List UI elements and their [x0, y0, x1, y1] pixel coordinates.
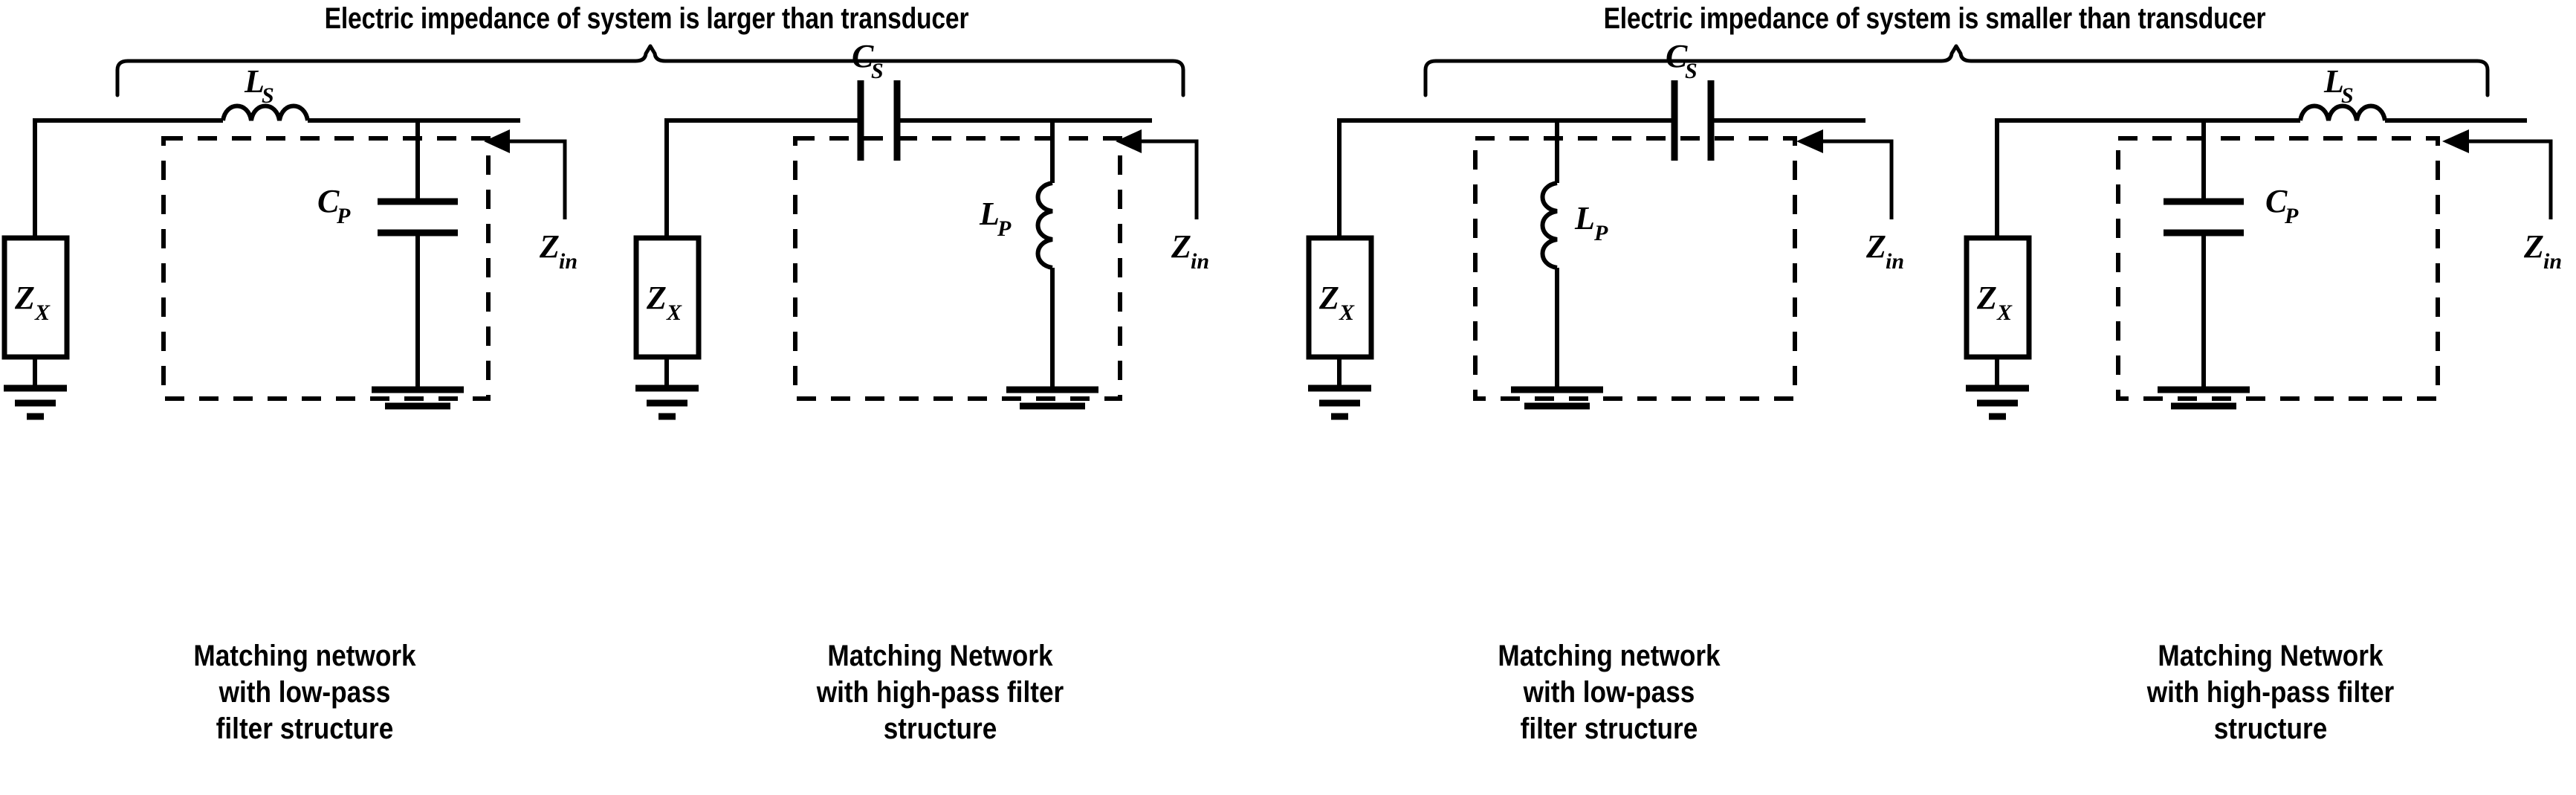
input-impedance-sublabel: in — [2543, 249, 2562, 274]
zin-arrow — [1116, 129, 1199, 219]
circuit-4-caption: Matching Network with high-pass filter s… — [2012, 638, 2528, 747]
shunt-inductor-coil — [1035, 181, 1053, 270]
shunt-component-label: C — [2265, 183, 2288, 219]
circuit-2-caption: Matching Network with high-pass filter s… — [688, 638, 1192, 747]
caption-line: with high-pass filter — [816, 676, 1064, 709]
group-brace-right — [1420, 44, 2494, 97]
caption-line: Matching network — [193, 640, 416, 672]
caption-line: with high-pass filter — [2146, 676, 2395, 709]
input-impedance-label: Z — [1171, 228, 1191, 265]
group-title-left: Electric impedance of system is larger t… — [324, 2, 969, 35]
matching-network-boundary — [1473, 136, 1797, 401]
source-impedance-sublabel: X — [34, 300, 51, 325]
input-impedance-sublabel: in — [1191, 249, 1209, 274]
caption-line: filter structure — [1520, 712, 1698, 745]
series-component-sublabel: S — [2341, 83, 2354, 108]
series-component-label: C — [1666, 38, 1688, 74]
series-component-sublabel: S — [262, 83, 274, 108]
shunt-component-label: L — [1574, 200, 1595, 236]
series-inductor-coil — [2298, 103, 2387, 121]
circuit-1-lowpass: L S C P Z X Z in — [0, 63, 609, 617]
source-impedance-box — [1306, 235, 1374, 360]
shunt-component-sublabel: P — [336, 204, 351, 228]
zin-arrow — [2442, 129, 2553, 219]
source-impedance-sublabel: X — [666, 300, 682, 325]
input-impedance-label: Z — [2523, 228, 2544, 265]
group-title-right: Electric impedance of system is smaller … — [1603, 2, 2266, 35]
shunt-component-label: C — [317, 183, 340, 219]
source-impedance-label: Z — [14, 280, 35, 316]
series-component-label: L — [244, 63, 265, 100]
source-impedance-box — [633, 235, 702, 360]
matching-network-boundary — [793, 136, 1122, 401]
shunt-component-label: L — [979, 196, 1000, 232]
circuit-1-caption: Matching network with low-pass filter st… — [56, 638, 554, 747]
caption-line: structure — [883, 712, 997, 745]
source-impedance-label: Z — [646, 280, 667, 316]
caption-line: with low-pass — [219, 676, 391, 709]
shunt-component-sublabel: P — [1593, 221, 1608, 245]
source-impedance-label: Z — [1318, 280, 1339, 316]
zin-arrow — [1796, 129, 1894, 219]
shunt-inductor-coil — [1540, 181, 1558, 270]
caption-line: Matching Network — [827, 640, 1053, 672]
shunt-component-sublabel: P — [2284, 204, 2299, 228]
source-impedance-label: Z — [1976, 280, 1997, 316]
series-component-label: C — [852, 38, 874, 74]
caption-line: filter structure — [216, 712, 394, 745]
series-inductor-coil — [221, 103, 310, 121]
circuit-2-highpass: C S L P Z X Z in — [632, 38, 1241, 617]
source-impedance-box — [1964, 235, 2032, 360]
circuit-3-caption: Matching network with low-pass filter st… — [1350, 638, 1867, 747]
circuit-3-lowpass: C S L P Z X Z in — [1304, 38, 1914, 617]
series-component-label: L — [2323, 63, 2344, 100]
input-impedance-sublabel: in — [559, 249, 577, 274]
source-impedance-box — [1, 235, 70, 360]
series-component-sublabel: S — [1685, 59, 1698, 83]
caption-line: Matching Network — [2158, 640, 2384, 672]
input-impedance-sublabel: in — [1886, 249, 1904, 274]
matching-network-boundary — [2116, 136, 2440, 401]
caption-line: with low-pass — [1523, 676, 1695, 709]
caption-line: structure — [2213, 712, 2328, 745]
series-component-sublabel: S — [871, 59, 884, 83]
source-impedance-sublabel: X — [1996, 300, 2013, 325]
matching-network-boundary — [161, 136, 491, 401]
group-brace-left — [111, 44, 1189, 97]
zin-arrow — [484, 129, 567, 219]
shunt-component-sublabel: P — [997, 216, 1012, 241]
input-impedance-label: Z — [539, 228, 560, 265]
source-impedance-sublabel: X — [1339, 300, 1355, 325]
input-impedance-label: Z — [1865, 228, 1886, 265]
circuit-4-highpass: L S C P Z X Z in — [1962, 63, 2576, 617]
caption-line: Matching network — [1498, 640, 1721, 672]
